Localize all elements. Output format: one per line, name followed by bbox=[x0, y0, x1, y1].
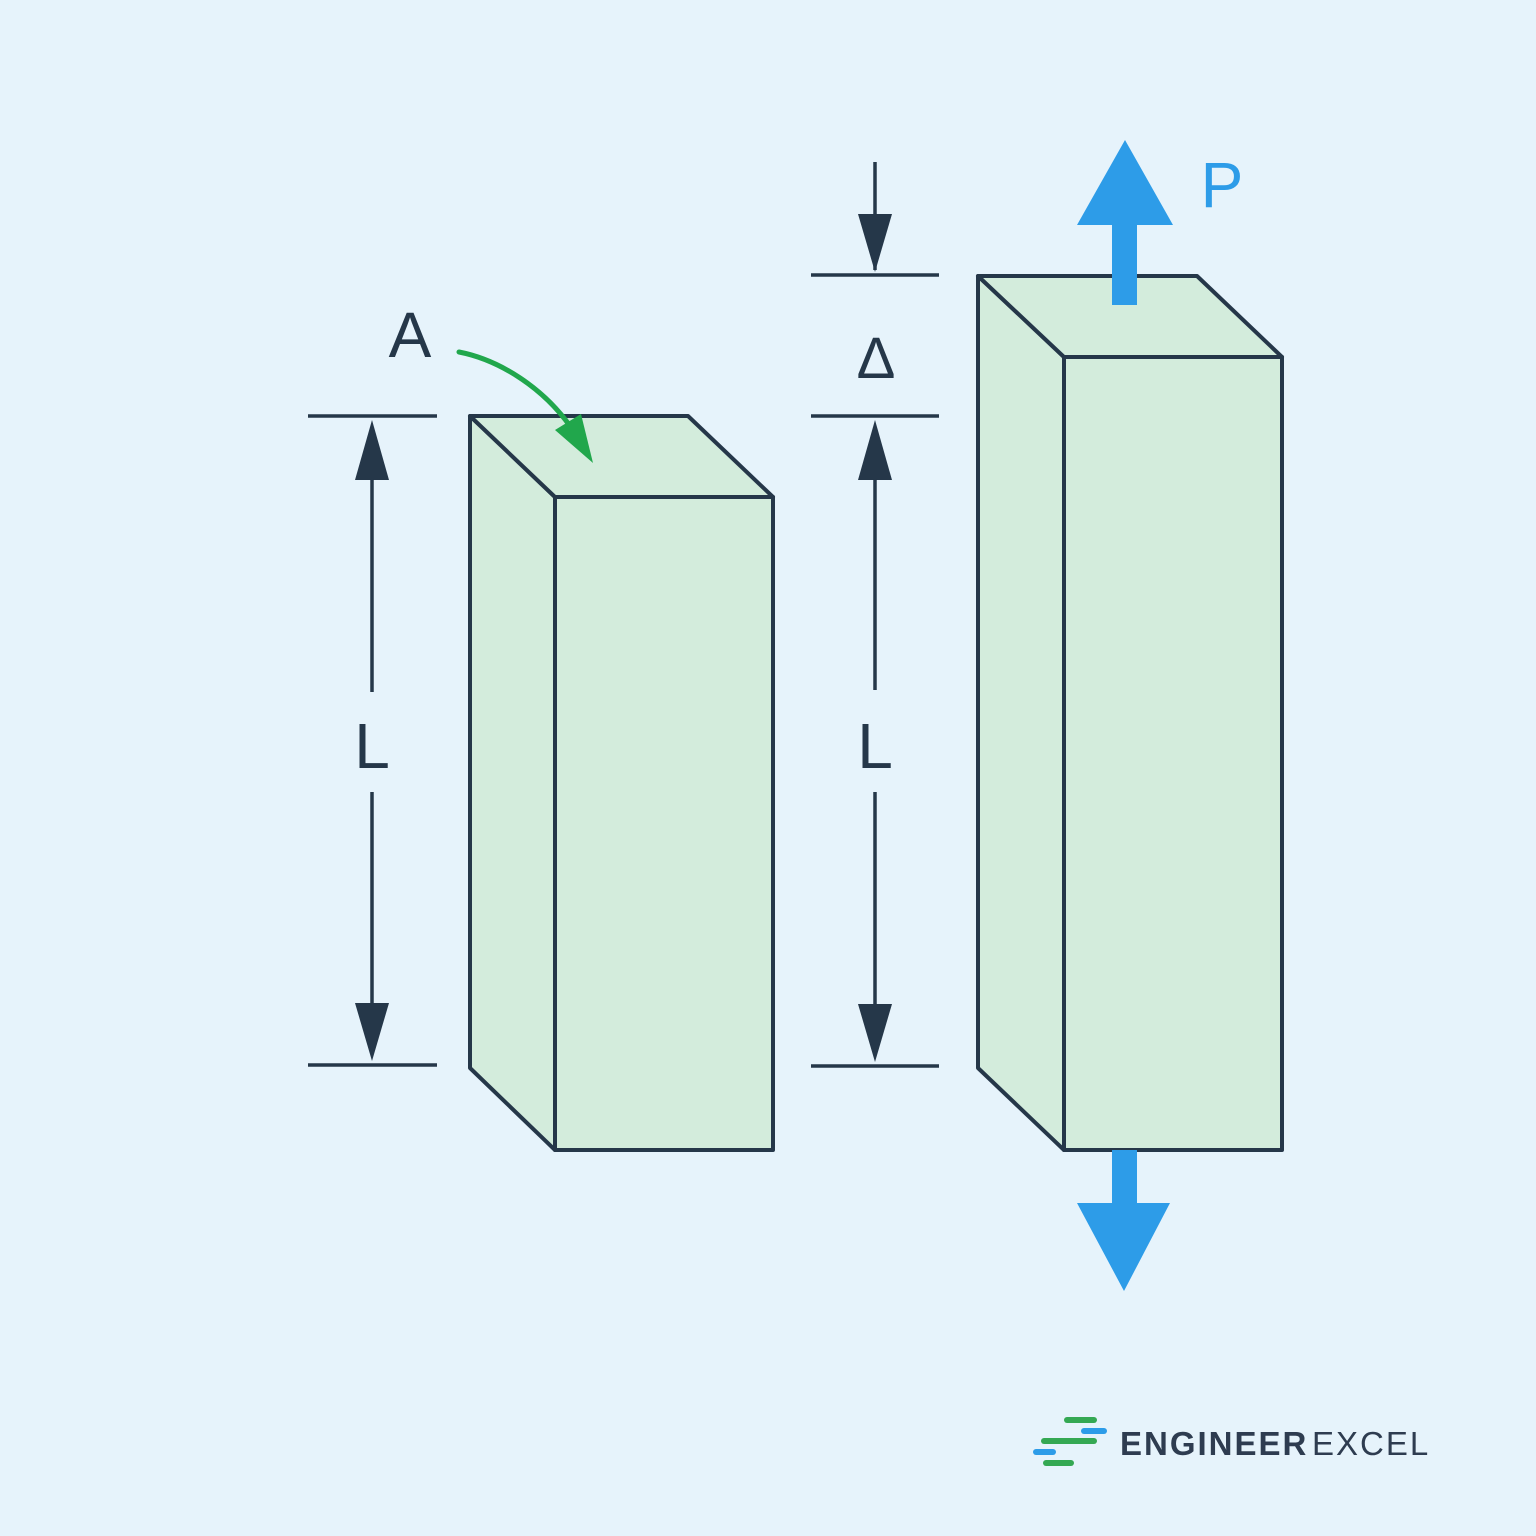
dim-arrowhead-down-icon bbox=[858, 1004, 892, 1062]
area-label: A bbox=[389, 299, 432, 371]
logo-text-secondary: EXCEL bbox=[1312, 1425, 1430, 1462]
elongation-label: Δ bbox=[857, 326, 896, 391]
dim-arrowhead-down-icon bbox=[858, 214, 892, 272]
area-annotation: A bbox=[389, 299, 593, 463]
right-bar-front-face bbox=[1062, 355, 1284, 1152]
load-arrow-down-icon bbox=[1077, 1150, 1170, 1291]
area-leader-curve bbox=[456, 349, 573, 429]
right-length-label: L bbox=[857, 710, 893, 782]
dim-arrowhead-up-icon bbox=[355, 420, 389, 480]
load-arrow-up-icon bbox=[1077, 140, 1173, 305]
engineerexcel-logo: ENGINEER EXCEL bbox=[1033, 1417, 1430, 1466]
dim-arrowhead-up-icon bbox=[858, 420, 892, 480]
left-bar-front-face bbox=[553, 495, 775, 1152]
elongation-dimension: Δ bbox=[811, 162, 939, 418]
dim-arrowhead-down-icon bbox=[355, 1003, 389, 1061]
left-bar-side-face bbox=[468, 414, 557, 1152]
left-length-dimension: L bbox=[308, 414, 437, 1067]
logo-text-primary: ENGINEER bbox=[1120, 1425, 1308, 1462]
logo-bars-icon bbox=[1033, 1417, 1107, 1466]
right-bar-side-face bbox=[976, 274, 1066, 1152]
left-length-label: L bbox=[354, 710, 390, 782]
tensile-load: P bbox=[1077, 140, 1243, 1291]
right-length-dimension: L bbox=[811, 420, 939, 1068]
area-leader-arrowhead-icon bbox=[555, 414, 593, 463]
right-bar bbox=[976, 274, 1284, 1152]
load-label: P bbox=[1201, 149, 1244, 221]
left-bar bbox=[468, 414, 775, 1152]
